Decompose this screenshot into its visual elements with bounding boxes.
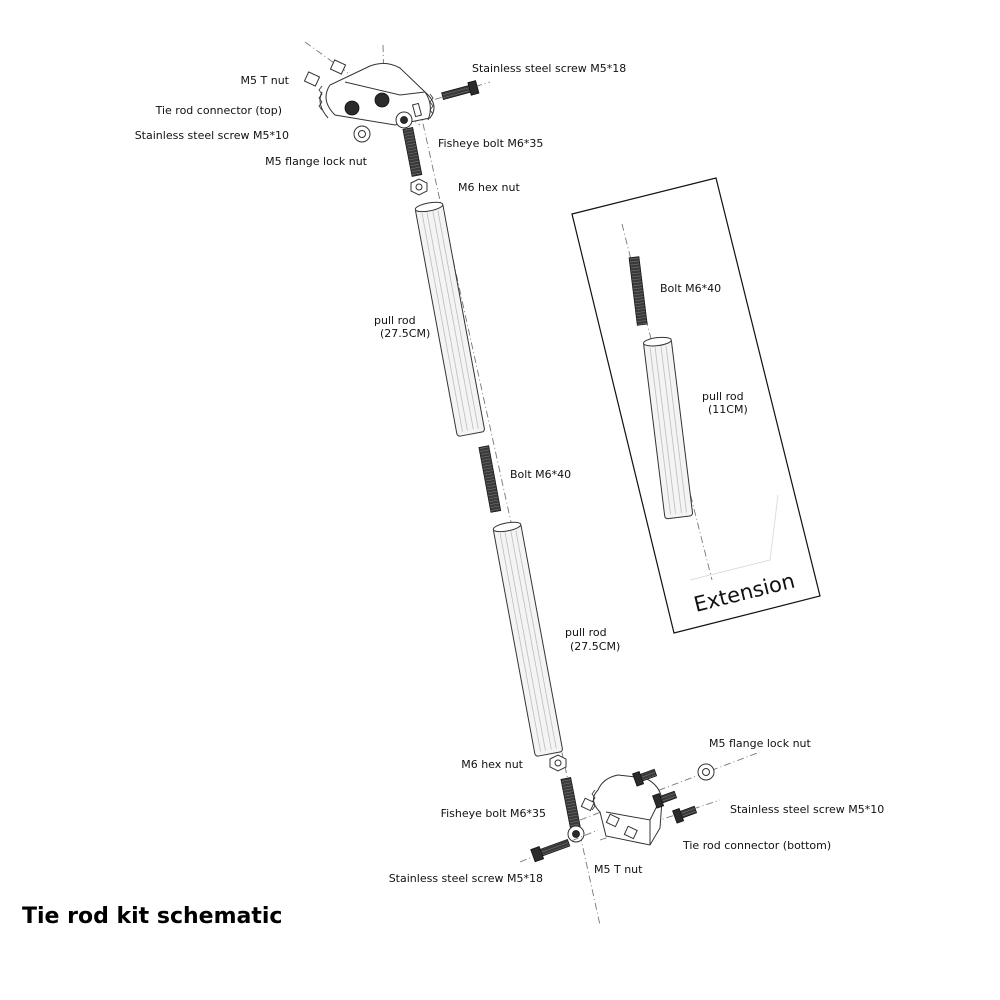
middle-bolt-m6-40 xyxy=(478,445,502,513)
label-rod1: pull rod xyxy=(374,314,416,327)
top-m6-hex-nut xyxy=(410,178,428,196)
bottom-t-nut-2 xyxy=(605,813,620,828)
label-bottom-t-nut: M5 T nut xyxy=(594,863,643,876)
extension-rod-length: (11CM) xyxy=(708,403,748,416)
label-bottom-screw-m5-10: Stainless steel screw M5*10 xyxy=(730,803,884,816)
bottom-flange-lock-nut xyxy=(697,763,715,781)
label-rod1-length: (27.5CM) xyxy=(380,327,430,340)
bottom-screw-m5-10-b xyxy=(652,790,678,809)
label-top-hex-nut: M6 hex nut xyxy=(458,181,520,194)
pull-rod-2 xyxy=(492,521,563,757)
bottom-m6-hex-nut xyxy=(549,754,567,772)
pull-rod-1 xyxy=(414,201,485,437)
top-t-nut-1 xyxy=(329,59,347,75)
top-connector-assembly xyxy=(303,59,480,143)
page-title: Tie rod kit schematic xyxy=(22,904,282,929)
top-screw-m5-10-a xyxy=(344,100,360,116)
label-top-fisheye: Fisheye bolt M6*35 xyxy=(438,137,543,150)
top-t-nut-2 xyxy=(303,71,321,87)
extension-pull-rod xyxy=(642,336,694,520)
label-bottom-fisheye: Fisheye bolt M6*35 xyxy=(441,807,546,820)
label-rod2: pull rod xyxy=(565,626,607,639)
extension-bolt-label: Bolt M6*40 xyxy=(660,282,721,295)
extension-panel: Extension Bolt M6*40 pull rod (11CM) xyxy=(571,177,821,634)
label-top-connector: Tie rod connector (top) xyxy=(155,104,282,117)
label-middle-bolt: Bolt M6*40 xyxy=(510,468,571,481)
bottom-screw-m5-10-a xyxy=(632,768,658,787)
top-screw-m5-10-b xyxy=(374,92,390,108)
bottom-screw-m5-10-c xyxy=(672,805,698,824)
top-washer xyxy=(411,102,423,118)
bottom-t-nut-3 xyxy=(623,825,638,840)
extension-box xyxy=(571,177,821,634)
bottom-connector-assembly xyxy=(530,763,715,863)
top-screw-m5-18 xyxy=(441,80,480,100)
top-connector-serration xyxy=(318,85,323,111)
extension-rod-label: pull rod xyxy=(702,390,744,403)
extension-bolt-m6-40 xyxy=(628,256,648,326)
bottom-screw-m5-18 xyxy=(530,838,571,863)
label-top-screw-m5-18: Stainless steel screw M5*18 xyxy=(472,62,626,75)
top-flange-lock-nut xyxy=(353,125,371,143)
label-bottom-flange-nut: M5 flange lock nut xyxy=(709,737,812,750)
label-rod2-length: (27.5CM) xyxy=(570,640,620,653)
bottom-t-nut-1 xyxy=(580,797,595,812)
label-top-flange-nut: M5 flange lock nut xyxy=(265,155,368,168)
label-bottom-connector: Tie rod connector (bottom) xyxy=(682,839,831,852)
top-fisheye-bolt xyxy=(402,127,423,177)
label-top-t-nut: M5 T nut xyxy=(241,74,290,87)
bottom-fisheye-bolt xyxy=(560,777,581,829)
label-bottom-screw-m5-18: Stainless steel screw M5*18 xyxy=(389,872,543,885)
label-bottom-hex-nut: M6 hex nut xyxy=(461,758,523,771)
label-top-screw-m5-10: Stainless steel screw M5*10 xyxy=(135,129,289,142)
